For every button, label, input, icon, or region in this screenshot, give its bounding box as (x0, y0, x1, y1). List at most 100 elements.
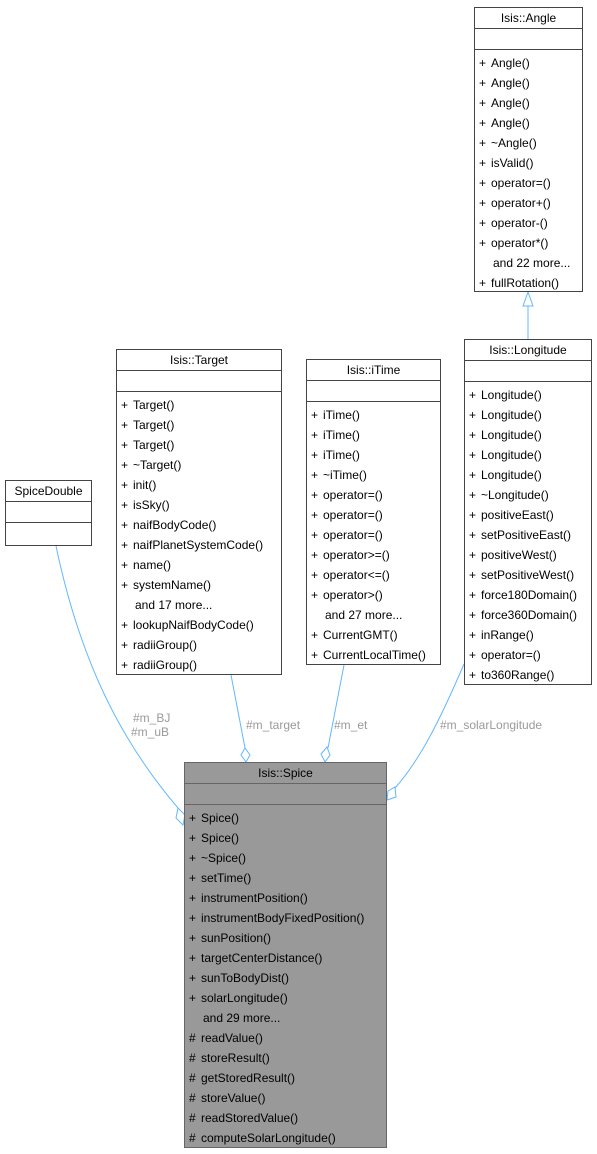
class-operation[interactable]: +isSky() (117, 495, 281, 515)
class-operation[interactable]: +operator+() (475, 193, 582, 213)
operation-name: setTime() (201, 871, 252, 885)
class-operation[interactable]: +iTime() (307, 405, 440, 425)
class-operation[interactable]: +Angle() (475, 73, 582, 93)
visibility-marker: + (479, 136, 487, 150)
class-operation[interactable]: +systemName() (117, 575, 281, 595)
class-isis-angle[interactable]: Isis::Angle +Angle()+Angle()+Angle()+Ang… (474, 7, 583, 292)
class-operation[interactable]: +radiiGroup() (117, 655, 281, 675)
class-operation[interactable]: +operator=() (307, 505, 440, 525)
operation-name: iTime() (323, 428, 360, 442)
class-operation[interactable]: +force360Domain() (465, 605, 591, 625)
class-operation[interactable]: +force180Domain() (465, 585, 591, 605)
class-attributes (465, 361, 591, 382)
operation-name: Longitude() (481, 448, 542, 462)
class-operation[interactable]: +init() (117, 475, 281, 495)
class-operation[interactable]: +Angle() (475, 93, 582, 113)
class-operation[interactable]: +Target() (117, 435, 281, 455)
class-operation[interactable]: +iTime() (307, 425, 440, 445)
class-operation[interactable]: +operator>() (307, 585, 440, 605)
class-operation[interactable]: +Longitude() (465, 445, 591, 465)
class-operation[interactable]: +operator>=() (307, 545, 440, 565)
more-members-note: and 17 more... (117, 595, 281, 615)
class-attributes (6, 502, 91, 523)
class-operation[interactable]: +setPositiveWest() (465, 565, 591, 585)
class-operation[interactable]: +instrumentBodyFixedPosition() (185, 908, 386, 928)
class-operation[interactable]: +operator=() (465, 645, 591, 665)
class-operation[interactable]: #computeSolarLongitude() (185, 1128, 386, 1148)
class-operation[interactable]: +operator-() (475, 213, 582, 233)
class-operation[interactable]: +Longitude() (465, 405, 591, 425)
class-operation[interactable]: #readValue() (185, 1028, 386, 1048)
operation-name: Target() (133, 398, 175, 412)
class-isis-itime[interactable]: Isis::iTime +iTime()+iTime()+iTime()+~iT… (306, 359, 441, 665)
class-isis-target[interactable]: Isis::Target +Target()+Target()+Target()… (116, 349, 282, 675)
class-operation[interactable]: +targetCenterDistance() (185, 948, 386, 968)
visibility-marker: # (189, 1091, 196, 1105)
visibility-marker: + (469, 528, 477, 542)
class-operation[interactable]: +iTime() (307, 445, 440, 465)
class-operation[interactable]: +operator*() (475, 233, 582, 253)
visibility-marker: + (469, 608, 477, 622)
class-operation[interactable]: +~Angle() (475, 133, 582, 153)
class-operation[interactable]: #readStoredValue() (185, 1108, 386, 1128)
class-operation[interactable]: +isValid() (475, 153, 582, 173)
class-operation[interactable]: #storeValue() (185, 1088, 386, 1108)
class-operation[interactable]: +lookupNaifBodyCode() (117, 615, 281, 635)
operation-name: positiveEast() (481, 508, 554, 522)
class-operation[interactable]: +~iTime() (307, 465, 440, 485)
class-operation[interactable]: +Longitude() (465, 425, 591, 445)
visibility-marker: + (311, 568, 319, 582)
class-operation[interactable]: +instrumentPosition() (185, 888, 386, 908)
operation-name: Spice() (201, 811, 240, 825)
class-operation[interactable]: +operator=() (307, 485, 440, 505)
class-operation[interactable]: +CurrentLocalTime() (307, 645, 440, 665)
class-operation[interactable]: +~Spice() (185, 848, 386, 868)
class-operation[interactable]: +sunToBodyDist() (185, 968, 386, 988)
class-operation[interactable]: +operator<=() (307, 565, 440, 585)
class-operation[interactable]: +to360Range() (465, 665, 591, 685)
operation-name: inRange() (481, 628, 534, 642)
class-isis-longitude[interactable]: Isis::Longitude +Longitude()+Longitude()… (464, 339, 592, 685)
visibility-marker: + (189, 851, 197, 865)
class-operation[interactable]: +~Longitude() (465, 485, 591, 505)
class-operation[interactable]: +~Target() (117, 455, 281, 475)
class-operation[interactable]: #storeResult() (185, 1048, 386, 1068)
class-operation[interactable]: +radiiGroup() (117, 635, 281, 655)
visibility-marker: + (311, 448, 319, 462)
operation-name: Longitude() (481, 468, 542, 482)
class-operation[interactable]: +Spice() (185, 828, 386, 848)
class-operation[interactable]: +setTime() (185, 868, 386, 888)
class-operation[interactable]: +Longitude() (465, 465, 591, 485)
class-operation[interactable]: +inRange() (465, 625, 591, 645)
class-operation[interactable]: +fullRotation() (475, 273, 582, 293)
class-operation[interactable]: +operator=() (307, 525, 440, 545)
class-operation[interactable]: + setPositiveEast() (465, 525, 591, 545)
class-operation[interactable]: +Angle() (475, 53, 582, 73)
class-operation[interactable]: +sunPosition() (185, 928, 386, 948)
class-operation[interactable]: +positiveEast() (465, 505, 591, 525)
class-operation[interactable]: +name() (117, 555, 281, 575)
class-spicedouble[interactable]: SpiceDouble (5, 480, 92, 546)
inheritance-arrowhead (522, 290, 534, 307)
class-operation[interactable]: +Target() (117, 395, 281, 415)
class-operation[interactable]: #getStoredResult() (185, 1068, 386, 1088)
visibility-marker: + (469, 428, 477, 442)
class-operation[interactable]: +Spice() (185, 808, 386, 828)
visibility-marker: # (189, 1031, 196, 1045)
class-operation[interactable]: +naifBodyCode() (117, 515, 281, 535)
class-operation[interactable]: +CurrentGMT() (307, 625, 440, 645)
operation-name: setPositiveEast() (481, 528, 572, 542)
class-operation[interactable]: +positiveWest() (465, 545, 591, 565)
operation-name: solarLongitude() (201, 991, 288, 1005)
class-operation[interactable]: +Target() (117, 415, 281, 435)
class-isis-spice[interactable]: Isis::Spice +Spice()+Spice()+~Spice()+se… (184, 762, 387, 1148)
class-operation[interactable]: +Angle() (475, 113, 582, 133)
operation-name: operator+() (491, 196, 551, 210)
class-operation[interactable]: +operator=() (475, 173, 582, 193)
visibility-marker: + (479, 76, 487, 90)
class-title: Isis::Longitude (465, 340, 591, 361)
class-operation[interactable]: +solarLongitude() (185, 988, 386, 1008)
class-operation[interactable]: +Longitude() (465, 385, 591, 405)
operation-name: Angle() (491, 56, 530, 70)
class-operation[interactable]: +naifPlanetSystemCode() (117, 535, 281, 555)
